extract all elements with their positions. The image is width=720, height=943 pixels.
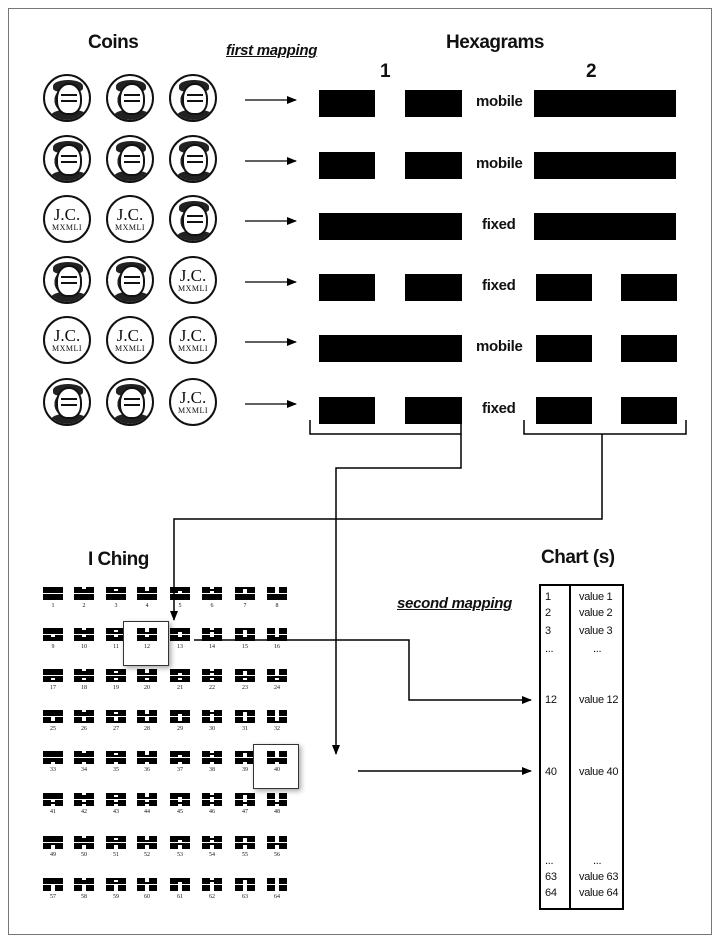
hexagram-2-connector [174,434,602,620]
hexagram-1-bracket [310,420,461,434]
hexagram-2-bracket [524,420,686,434]
hexagram-1-connector [336,434,461,754]
arrow-12-to-chart [194,640,531,700]
first-mapping-arrows [245,100,296,404]
